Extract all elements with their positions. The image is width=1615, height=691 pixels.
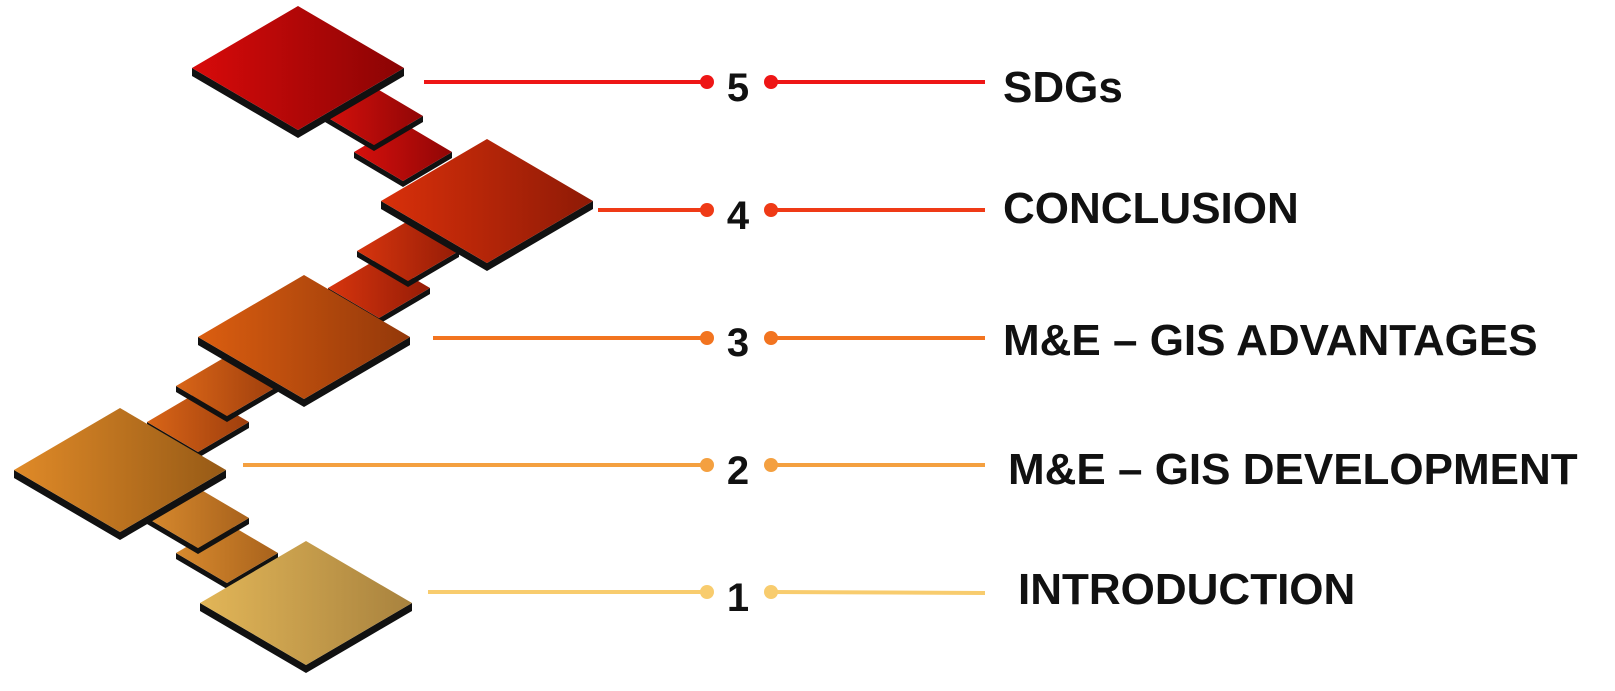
step-number: 3 (727, 321, 749, 365)
step-row-1: 1 INTRODUCTION (428, 565, 1355, 620)
step-label: M&E – GIS DEVELOPMENT (1008, 445, 1578, 494)
leader-line-right (770, 590, 986, 595)
step-tile-5 (192, 6, 404, 138)
step-label: CONCLUSION (1003, 184, 1299, 233)
step-row-5: 5 SDGs (424, 63, 1123, 112)
leader-dot-left (700, 331, 714, 345)
step-number: 1 (727, 576, 749, 620)
step-tile-3 (198, 275, 410, 407)
step-row-2: 2 M&E – GIS DEVELOPMENT (243, 445, 1578, 494)
leader-dot-left (700, 203, 714, 217)
step-row-3: 3 M&E – GIS ADVANTAGES (433, 316, 1538, 365)
leader-dot-left (700, 585, 714, 599)
leader-dot-left (700, 458, 714, 472)
step-label: M&E – GIS ADVANTAGES (1003, 316, 1538, 365)
step-tiles (14, 6, 593, 673)
step-row-4: 4 CONCLUSION (598, 184, 1299, 238)
step-tile-1 (200, 541, 412, 673)
step-number: 4 (727, 194, 750, 238)
step-rows: 1 INTRODUCTION 2 M&E – GIS DEVELOPMENT 3… (243, 63, 1578, 620)
step-tile-4 (381, 139, 593, 271)
step-number: 2 (727, 449, 749, 493)
step-tile-2 (14, 408, 226, 540)
step-label: SDGs (1003, 63, 1123, 112)
step-label: INTRODUCTION (1018, 565, 1355, 614)
leader-dot-left (700, 75, 714, 89)
step-number: 5 (727, 66, 749, 110)
